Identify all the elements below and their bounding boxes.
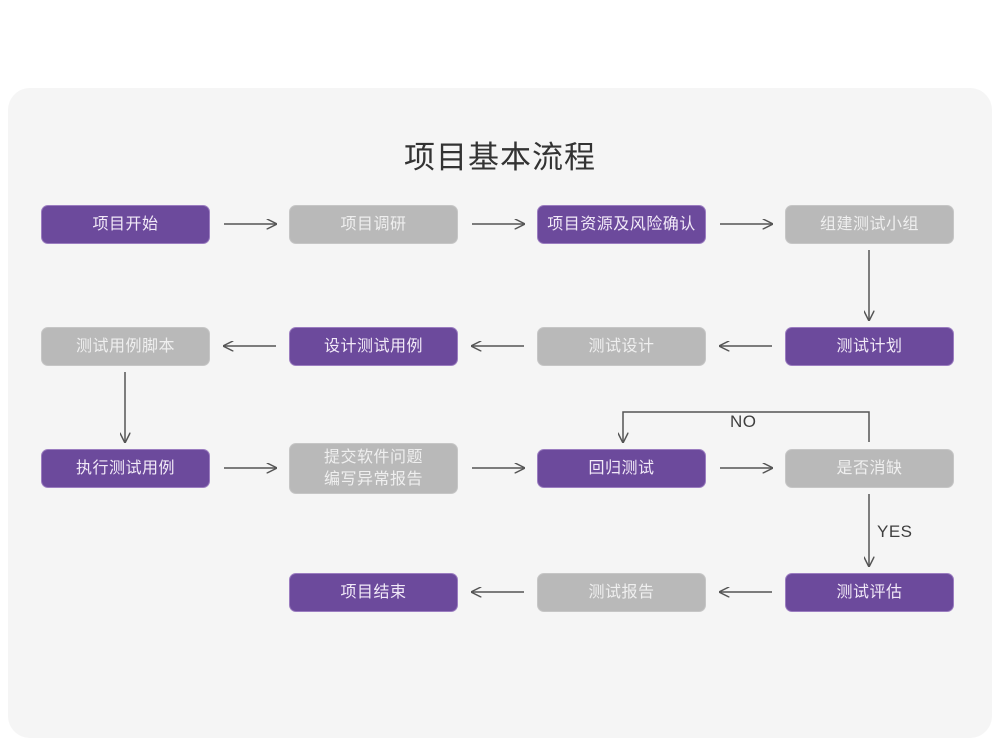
node-design-test-case[interactable]: 设计测试用例	[289, 327, 458, 366]
node-test-case-script[interactable]: 测试用例脚本	[41, 327, 210, 366]
node-project-start[interactable]: 项目开始	[41, 205, 210, 244]
node-test-evaluation[interactable]: 测试评估	[785, 573, 954, 612]
branch-label-yes: YES	[877, 522, 913, 541]
node-resource-risk-confirm[interactable]: 项目资源及风险确认	[537, 205, 706, 244]
node-test-report[interactable]: 测试报告	[537, 573, 706, 612]
diagram-card	[8, 88, 992, 738]
node-test-plan[interactable]: 测试计划	[785, 327, 954, 366]
node-test-design[interactable]: 测试设计	[537, 327, 706, 366]
node-execute-test-case[interactable]: 执行测试用例	[41, 449, 210, 488]
branch-label-no: NO	[730, 412, 757, 431]
node-regression-test[interactable]: 回归测试	[537, 449, 706, 488]
node-project-research[interactable]: 项目调研	[289, 205, 458, 244]
node-submit-issue-report[interactable]: 提交软件问题 编写异常报告	[289, 443, 458, 494]
node-project-end[interactable]: 项目结束	[289, 573, 458, 612]
page-title: 项目基本流程	[404, 140, 596, 175]
node-build-test-team[interactable]: 组建测试小组	[785, 205, 954, 244]
node-defect-cleared[interactable]: 是否消缺	[785, 449, 954, 488]
